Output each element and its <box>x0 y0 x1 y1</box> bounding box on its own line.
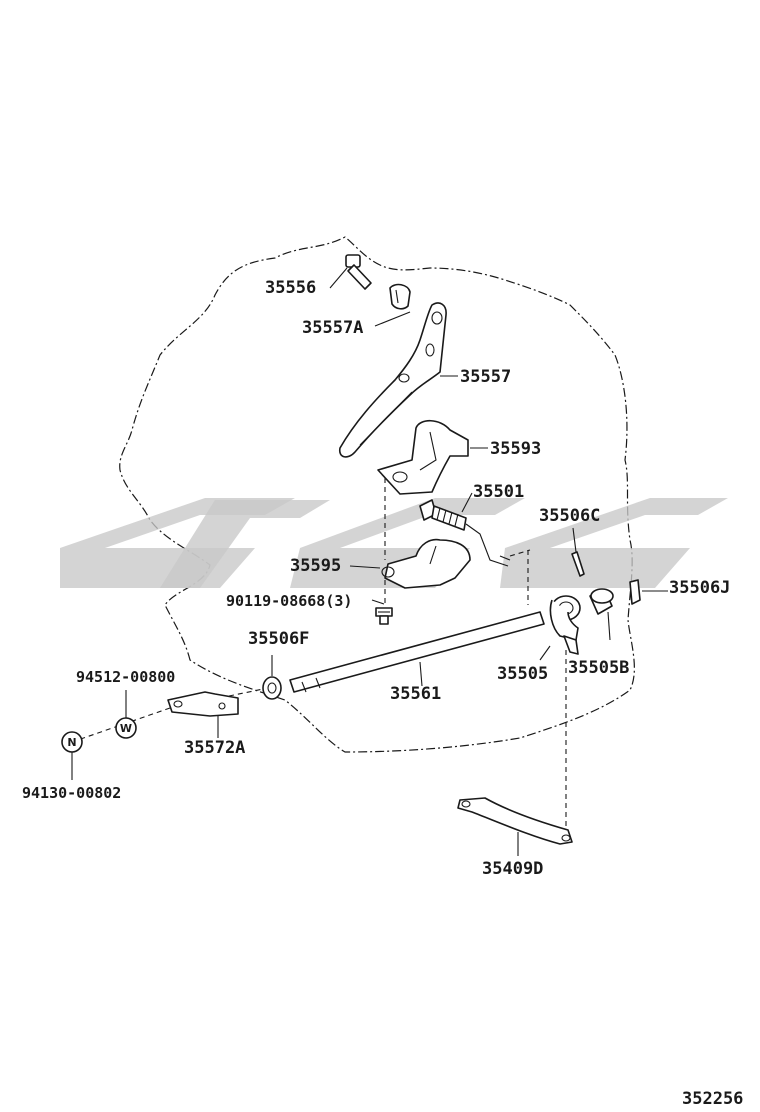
pin-35506C[interactable] <box>571 551 585 577</box>
label-35593[interactable]: 35593 <box>490 439 541 459</box>
label-35501[interactable]: 35501 <box>473 482 524 502</box>
bracket-35593[interactable] <box>377 419 469 495</box>
housing-outline <box>119 236 635 753</box>
label-35506C[interactable]: 35506C <box>539 506 600 526</box>
label-35561[interactable]: 35561 <box>390 684 441 704</box>
selector-35505[interactable] <box>549 595 581 655</box>
shaft-35561[interactable] <box>289 611 545 693</box>
bushing-35505B[interactable] <box>589 588 614 641</box>
label-35409D[interactable]: 35409D <box>482 859 543 879</box>
label-94130-00802[interactable]: 94130-00802 <box>22 784 121 802</box>
nut-94130-00802[interactable]: N <box>61 731 83 753</box>
shaft-35501[interactable] <box>419 499 511 567</box>
label-35557[interactable]: 35557 <box>460 367 511 387</box>
label-94512-00800[interactable]: 94512-00800 <box>76 668 175 686</box>
label-35557A[interactable]: 35557A <box>302 318 363 338</box>
bushing-35557A[interactable] <box>389 283 411 310</box>
lever-35409D[interactable] <box>457 797 573 845</box>
label-35506J[interactable]: 35506J <box>669 578 730 598</box>
bolt-90119-08668[interactable] <box>375 607 393 625</box>
lever-35557[interactable] <box>338 302 447 458</box>
diagram-number: 352256 <box>682 1089 743 1109</box>
nut-letter: N <box>67 736 76 749</box>
label-35505[interactable]: 35505 <box>497 664 548 684</box>
washer-94512-00800[interactable]: W <box>115 717 137 739</box>
clip-35506J[interactable] <box>629 579 641 605</box>
label-35556[interactable]: 35556 <box>265 278 316 298</box>
label-90119-08668[interactable]: 90119-08668(3) <box>226 592 352 610</box>
label-35572A[interactable]: 35572A <box>184 738 245 758</box>
label-35505B[interactable]: 35505B <box>568 658 629 678</box>
plate-35595[interactable] <box>381 538 471 589</box>
watermark-logo <box>60 498 728 588</box>
label-35595[interactable]: 35595 <box>290 556 341 576</box>
seal-35506F[interactable] <box>262 676 282 700</box>
bolt-35556[interactable] <box>345 254 372 290</box>
plate-35572A[interactable] <box>167 691 239 717</box>
label-35506F[interactable]: 35506F <box>248 629 309 649</box>
washer-letter: W <box>120 722 132 735</box>
